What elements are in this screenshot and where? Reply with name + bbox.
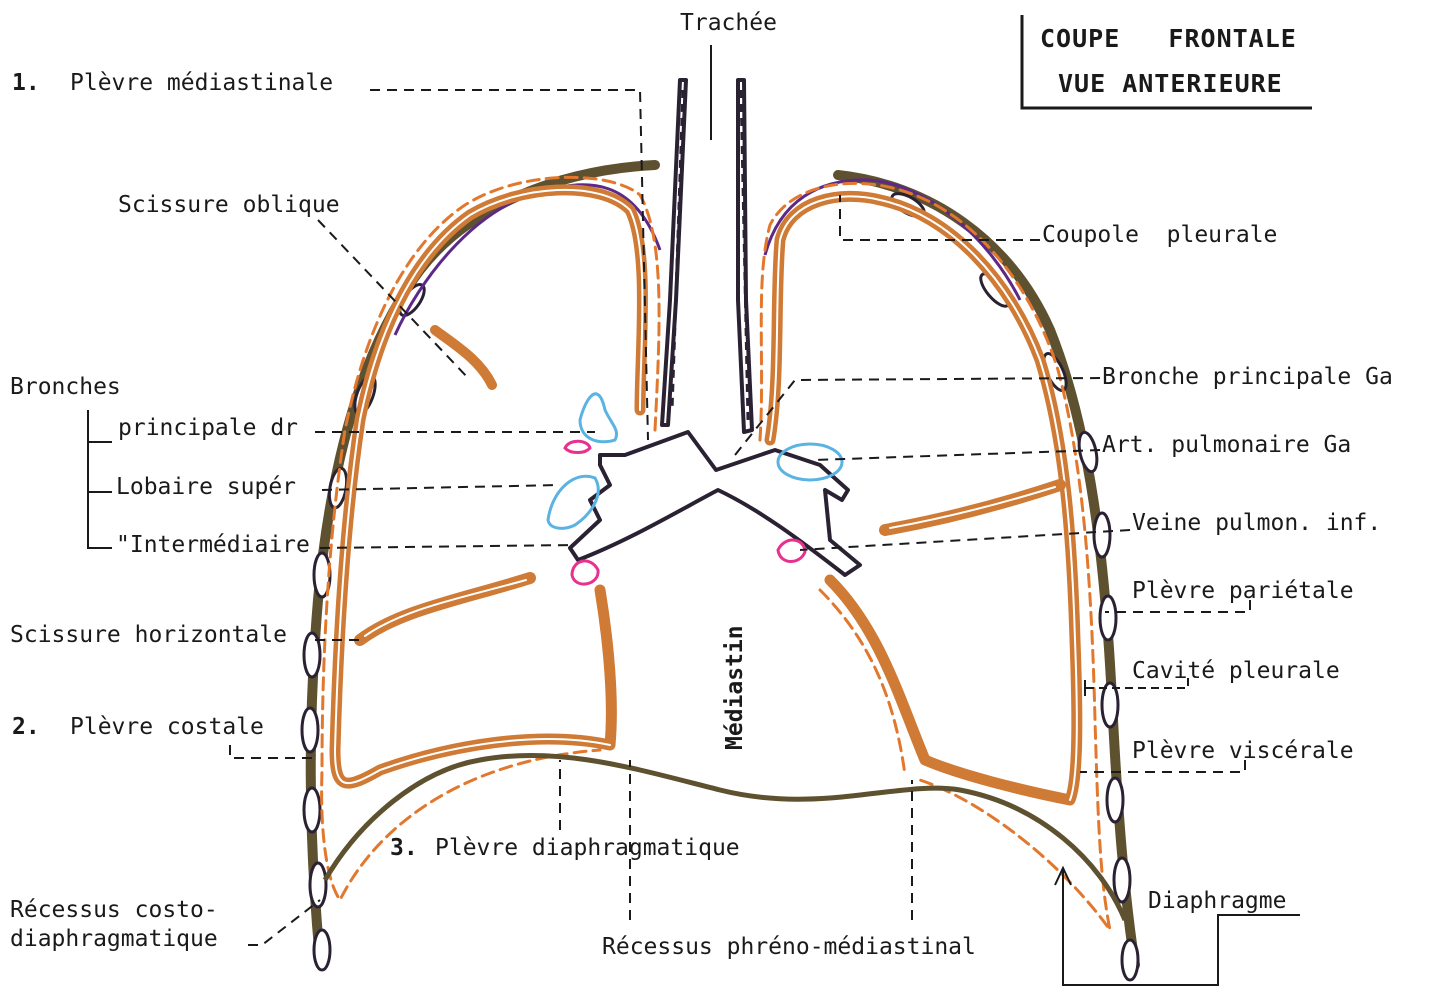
title-line2: VUE ANTERIEURE — [1058, 69, 1283, 98]
right-lung-outline — [335, 190, 643, 783]
leader-veine — [800, 530, 1130, 550]
label-scissure-oblique: Scissure oblique — [118, 192, 340, 218]
label-recessus-costo-2: diaphragmatique — [10, 926, 218, 952]
trachea-left-wall — [738, 80, 752, 432]
label-veine-pulmon-inf: Veine pulmon. inf. — [1132, 510, 1381, 536]
label-recessus-costo-1: Récessus costo- — [10, 897, 218, 923]
label-intermediaire: "Intermédiaire — [116, 532, 310, 558]
carina-bronchi — [570, 432, 860, 575]
oblique-fissure-right — [435, 330, 492, 385]
leader-intermediaire — [320, 545, 575, 548]
label-cavite-pleurale: Cavité pleurale — [1132, 658, 1340, 684]
label-art-pulmonaire-ga: Art. pulmonaire Ga — [1102, 432, 1351, 458]
diaphragme-arrow — [1055, 868, 1300, 985]
label-recessus-phreno: Récessus phréno-médiastinal — [602, 934, 976, 960]
leader-plevre-mediastinale — [370, 90, 648, 440]
label-scissure-horizontale: Scissure horizontale — [10, 622, 287, 648]
label-principale-dr: principale dr — [118, 415, 298, 441]
title-line1: COUPE FRONTALE — [1040, 24, 1297, 53]
label-coupole-pleurale: Coupole pleurale — [1042, 222, 1277, 248]
bronches-bracket — [88, 410, 112, 548]
right-inferior-vein — [572, 561, 598, 584]
label-bronche-principale-ga: Bronche principale Ga — [1102, 364, 1393, 390]
label-trachea: Trachée — [680, 10, 777, 36]
label-plevre-viscerale: Plèvre viscérale — [1132, 738, 1354, 764]
label-mediastin: Médiastin — [722, 625, 748, 750]
label-diaphragme: Diaphragme — [1148, 888, 1286, 914]
label-bronches: Bronches — [10, 374, 121, 400]
label-lobaire-super: Lobaire supér — [116, 474, 296, 500]
right-lung-highlight — [335, 190, 643, 783]
label-plevre-diaphragmatique: Plèvre diaphragmatique — [435, 835, 740, 861]
right-pulmonary-artery — [580, 394, 617, 442]
left-parietal-pleura — [760, 183, 1110, 930]
trachea-bronchi — [570, 80, 860, 575]
horizontal-fissure — [360, 578, 530, 640]
leader-recessus-costo — [248, 900, 320, 945]
leader-costale — [230, 745, 315, 758]
num-3: 3. — [390, 835, 418, 861]
num-2: 2. — [12, 714, 40, 740]
label-plevre-mediastinale: Plèvre médiastinale — [70, 70, 333, 96]
leader-lobaire — [322, 485, 560, 490]
label-plevre-parietale: Plèvre pariétale — [1132, 578, 1354, 604]
label-plevre-costale: Plèvre costale — [70, 714, 264, 740]
num-1: 1. — [12, 70, 40, 96]
left-lung — [760, 183, 1110, 930]
right-upper-vein — [565, 441, 590, 452]
